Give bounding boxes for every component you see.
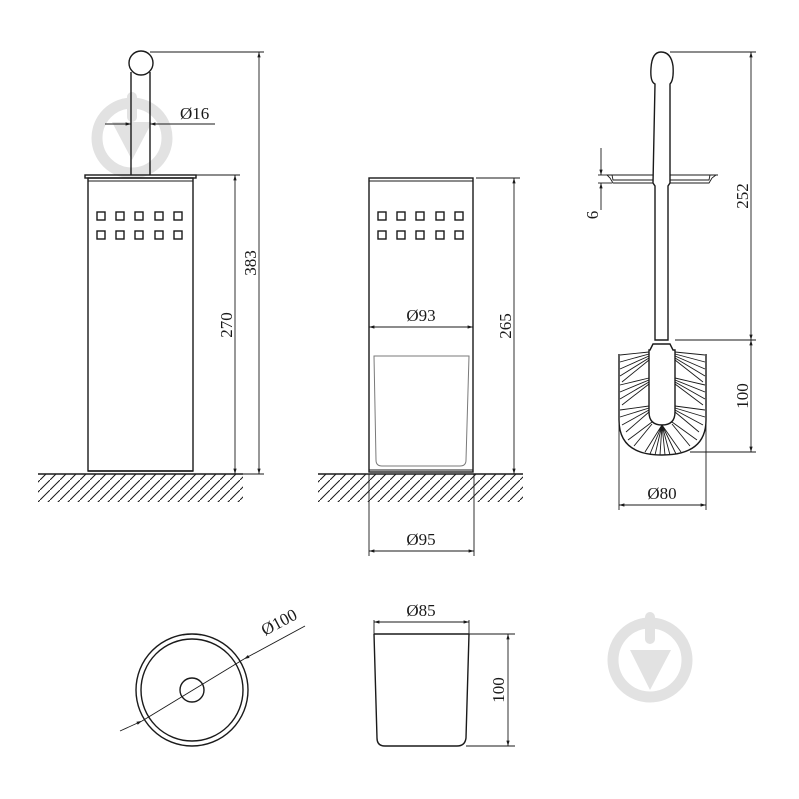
insert-cup [373, 355, 470, 467]
dim-lid-thickness: 6 [583, 211, 602, 220]
outer-rim [135, 633, 249, 747]
dim-brush-head-diameter: Ø80 [647, 484, 676, 503]
perforation-grid [377, 211, 464, 240]
dim-brush-head-height: 100 [733, 383, 752, 409]
brush-handle [650, 51, 674, 341]
handle-knob [128, 50, 154, 76]
brush-head-core [648, 343, 676, 426]
front-view-assembled: Ø16 270 383 [38, 50, 264, 502]
bristles [619, 351, 706, 456]
dim-top-diameter: Ø100 [258, 605, 300, 640]
body [368, 177, 474, 473]
dim-cup-height: 100 [489, 677, 508, 703]
section-view-body: Ø93 265 Ø95 [318, 177, 523, 556]
dim-base-diameter: Ø95 [406, 530, 435, 549]
insert-cup-view: Ø85 100 [373, 601, 515, 747]
top-view: Ø100 [119, 605, 306, 747]
dim-handle-length: 252 [733, 183, 752, 209]
dim-body-height: 265 [496, 313, 515, 339]
handle-hole [179, 677, 205, 703]
brush-view: 6 252 100 Ø80 [583, 51, 756, 510]
ground-hatch [318, 474, 523, 502]
dim-inner-diameter: Ø93 [406, 306, 435, 325]
dim-body-height: 270 [217, 312, 236, 338]
body [87, 177, 194, 472]
dim-overall-height: 383 [241, 250, 260, 276]
ground-hatch [38, 474, 243, 502]
download-arrow-watermark-icon [91, 92, 173, 179]
dim-handle-diameter: Ø16 [180, 104, 209, 123]
download-arrow-watermark-icon [607, 612, 693, 703]
perforation-grid [96, 211, 183, 240]
bristles-outline [618, 354, 707, 456]
dim-cup-diameter: Ø85 [406, 601, 435, 620]
insert-cup-outline [373, 633, 470, 747]
